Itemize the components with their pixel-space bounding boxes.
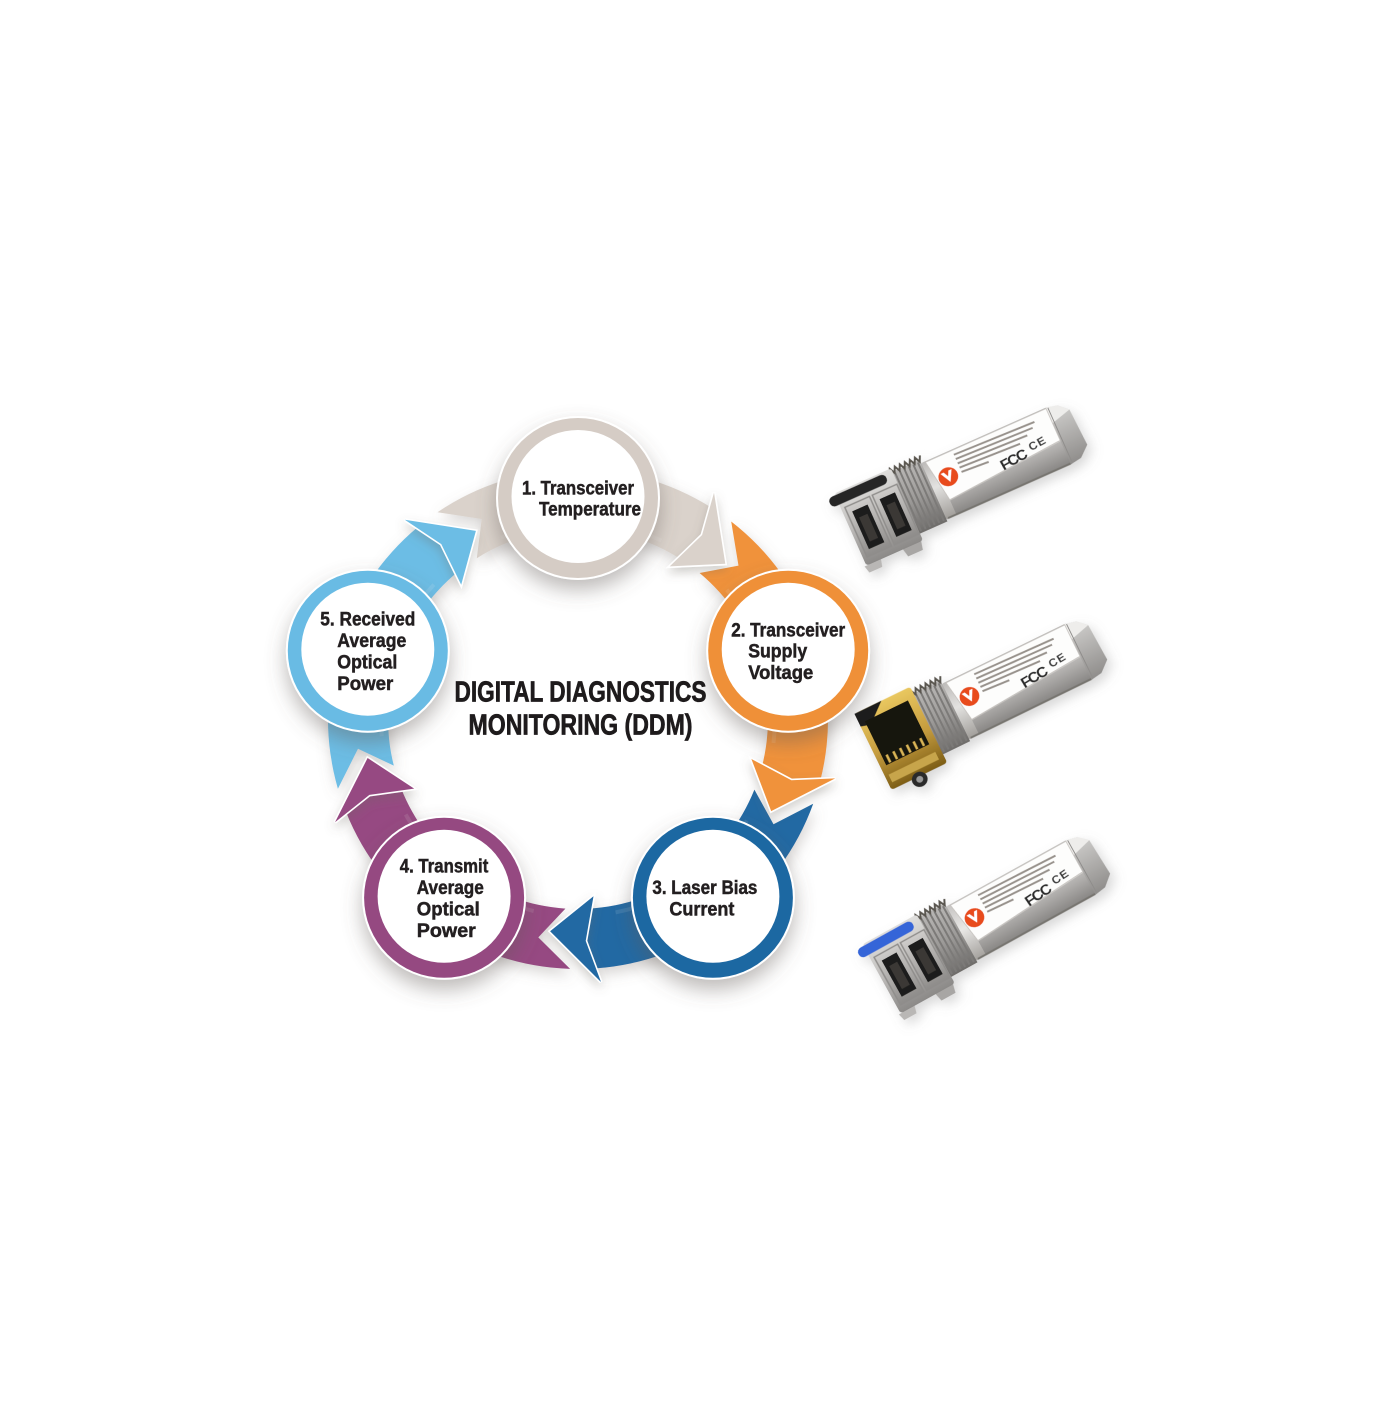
svg-text:Supply: Supply — [748, 641, 807, 663]
svg-text:1. Transceiver: 1. Transceiver — [522, 477, 634, 499]
svg-text:Power: Power — [337, 673, 393, 695]
svg-text:Voltage: Voltage — [748, 662, 813, 684]
svg-text:2. Transceiver: 2. Transceiver — [731, 619, 845, 641]
svg-text:Average: Average — [417, 877, 484, 899]
svg-text:4. Transmit: 4. Transmit — [400, 856, 489, 878]
svg-text:DIGITAL DIAGNOSTICS: DIGITAL DIAGNOSTICS — [455, 677, 707, 709]
svg-text:Current: Current — [669, 899, 734, 921]
svg-text:5. Received: 5. Received — [320, 609, 415, 631]
svg-text:Optical: Optical — [417, 899, 480, 921]
svg-text:Power: Power — [417, 920, 476, 942]
svg-text:Average: Average — [337, 630, 406, 652]
svg-text:Optical: Optical — [337, 651, 397, 673]
svg-text:Temperature: Temperature — [539, 499, 641, 521]
svg-text:3. Laser Bias: 3. Laser Bias — [652, 877, 757, 899]
svg-text:MONITORING (DDM): MONITORING (DDM) — [469, 710, 693, 742]
